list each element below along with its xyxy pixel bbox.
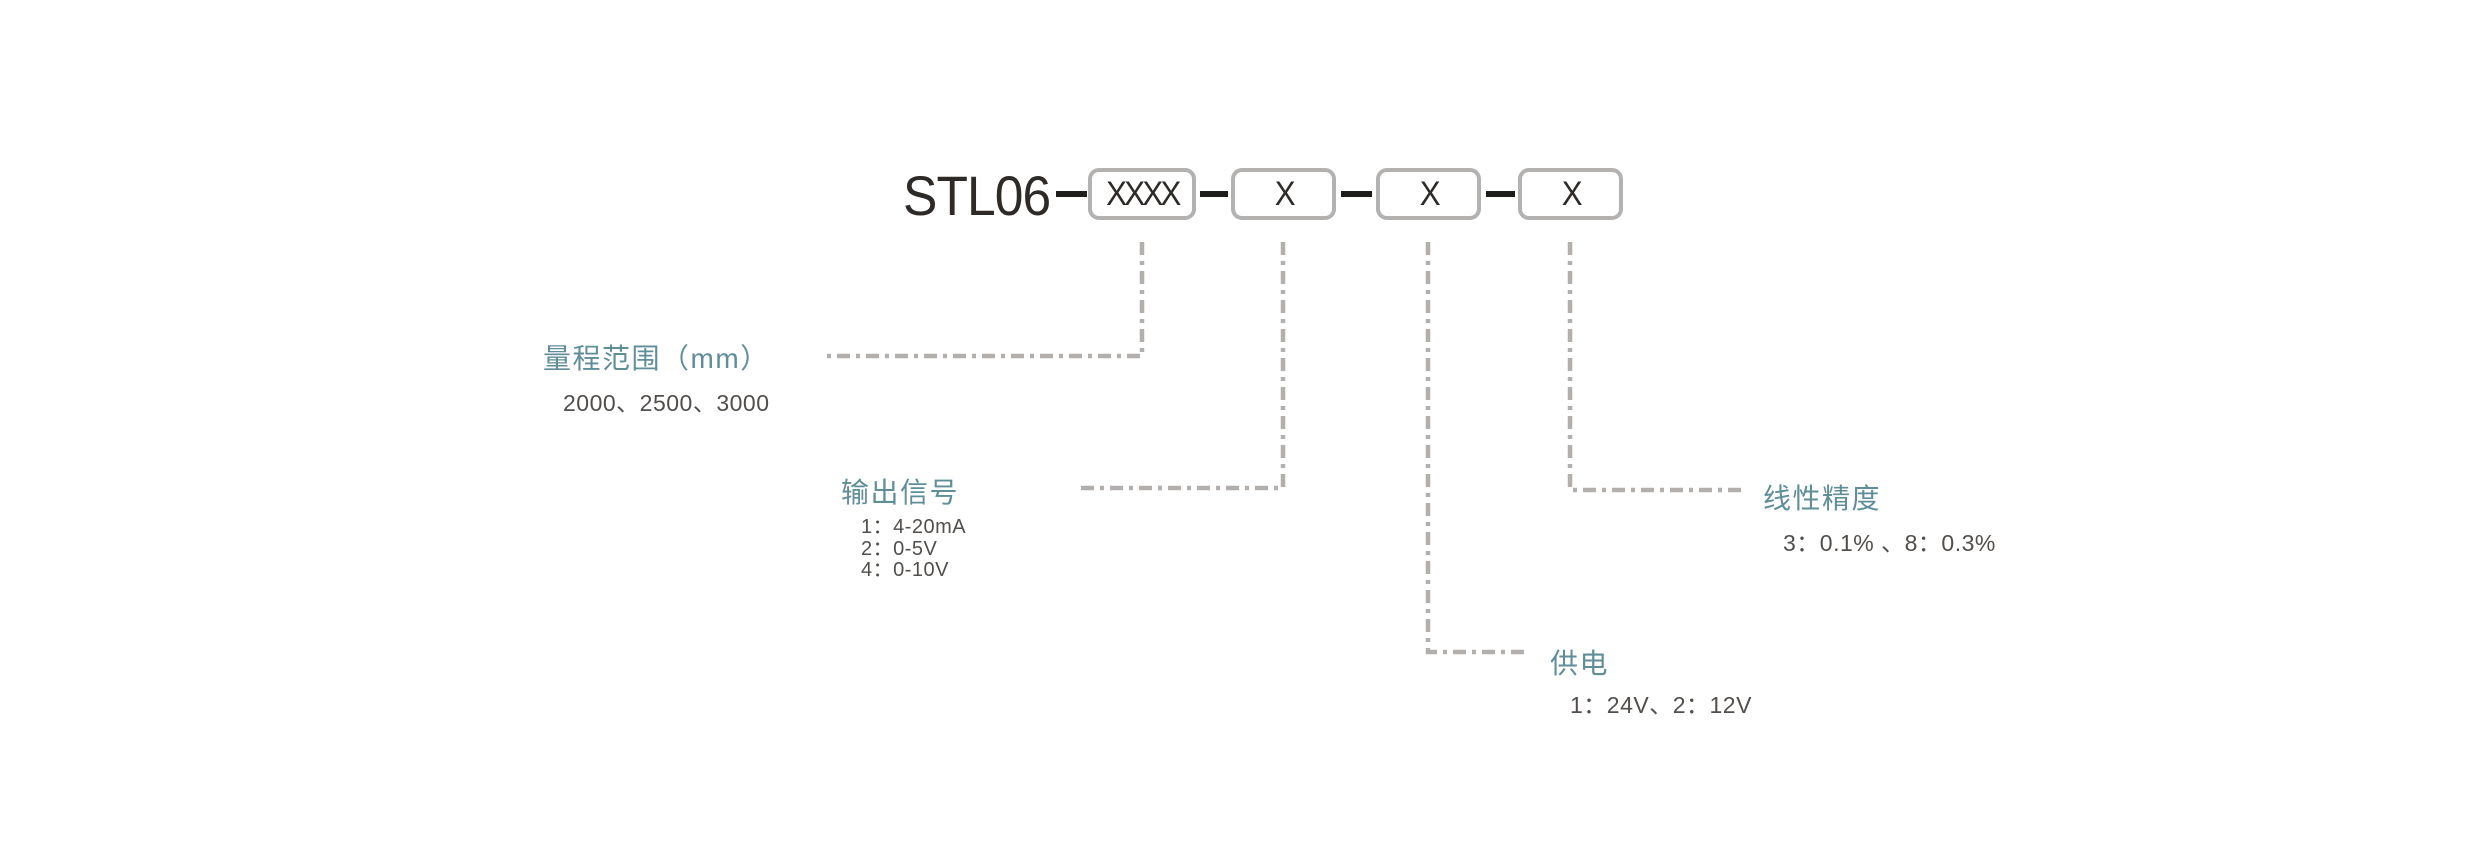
callout-power-values: 1：24V、2：12V: [1570, 692, 1752, 718]
output-option-2: 2：0-5V: [861, 537, 938, 560]
code-box-range: XXXX: [1088, 168, 1196, 220]
output-option-3: 4：0-10V: [861, 559, 949, 581]
callout-range-title: 量程范围（mm）: [543, 343, 770, 374]
code-box-range-value: XXXX: [1105, 174, 1181, 213]
connector-output-line: [1078, 242, 1286, 491]
callout-range-values: 2000、2500、3000: [563, 390, 770, 416]
code-box-output: X: [1231, 168, 1336, 220]
code-box-linearity: X: [1518, 168, 1623, 220]
callout-power-title: 供电: [1550, 648, 1610, 679]
callout-output-title: 输出信号: [841, 477, 960, 508]
connector-linearity-line: [1567, 242, 1743, 493]
code-box-linearity-value: X: [1561, 174, 1582, 213]
connector-range-line: [823, 242, 1145, 359]
connector-power-line: [1425, 242, 1524, 655]
callout-linearity-title: 线性精度: [1763, 483, 1882, 514]
callout-linearity-values: 3：0.1% 、8：0.3%: [1783, 530, 1996, 556]
code-box-power-value: X: [1419, 174, 1440, 213]
code-box-power: X: [1376, 168, 1481, 220]
output-option-1: 1：4-20mA: [861, 516, 967, 538]
callout-output-options: 1：4-20mA 2：0-5V 4：0-10V: [861, 516, 967, 582]
model-prefix: STL06: [903, 164, 1051, 227]
code-box-output-value: X: [1274, 174, 1295, 213]
